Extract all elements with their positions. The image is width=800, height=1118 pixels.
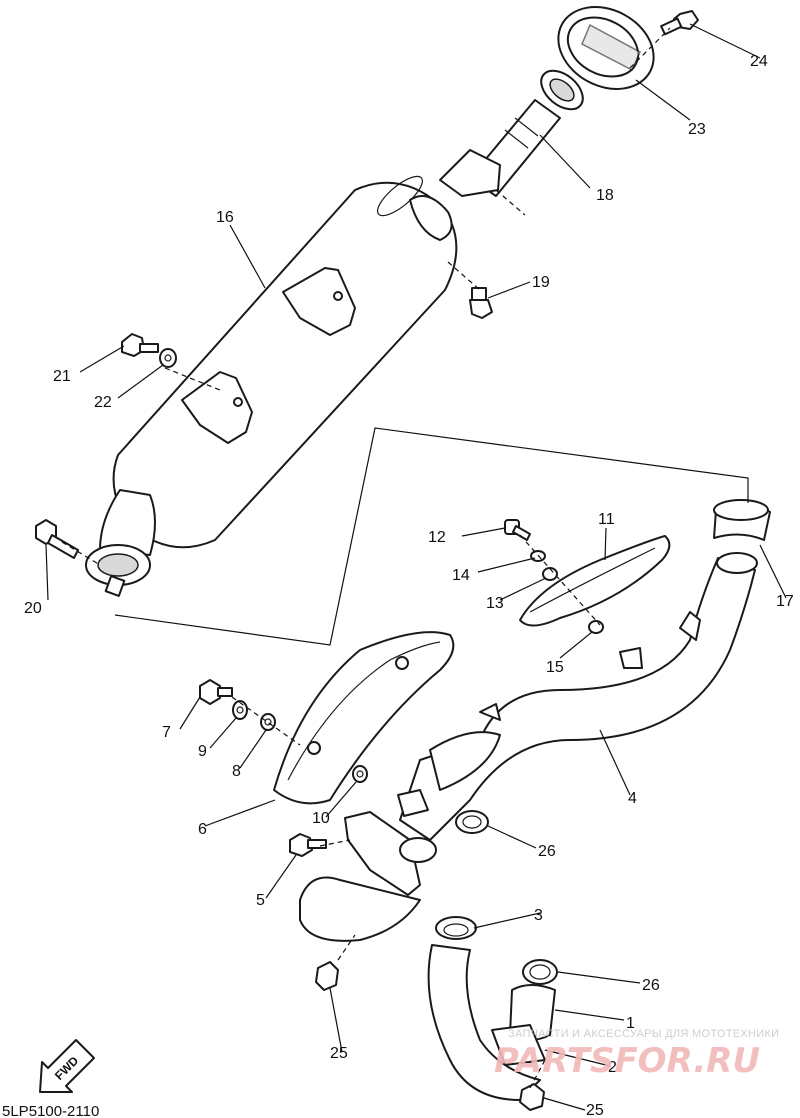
part-21-bolt (121, 333, 159, 357)
callout-19: 19 (532, 274, 550, 291)
callout-8: 8 (232, 763, 241, 780)
callout-25-right: 25 (586, 1102, 604, 1118)
callout-1: 1 (626, 1015, 635, 1032)
part-17-gasket (713, 499, 771, 541)
part-25-nut-left (315, 961, 339, 991)
callout-21: 21 (53, 368, 71, 385)
callout-10: 10 (312, 810, 330, 827)
drawing-code: 5LP5100-2110 (2, 1103, 99, 1118)
callout-6: 6 (198, 821, 207, 838)
watermark-logo: PARTSFOR.RU (494, 1041, 760, 1081)
callout-18: 18 (596, 187, 614, 204)
part-13-washer (542, 567, 558, 581)
watermark: ЗАПЧАСТИ И АКСЕССУАРЫ ДЛЯ МОТОТЕХНИКИ PA… (494, 1028, 779, 1081)
callout-12: 12 (428, 529, 446, 546)
callout-labels: 24 23 18 16 19 21 22 20 12 11 14 13 15 1… (24, 53, 794, 1118)
lower-pipe (299, 876, 541, 1101)
part-12-screw (504, 519, 531, 541)
part-18-baffle-tube (439, 69, 584, 197)
part-6-protector (273, 631, 455, 805)
callout-7: 7 (162, 724, 171, 741)
part-19-bolt (469, 287, 493, 319)
callout-22: 22 (94, 394, 112, 411)
exhaust-flange (344, 811, 437, 896)
part-20-bolt (35, 519, 79, 559)
part-7-bolt (199, 679, 233, 705)
part-22-washer (159, 348, 177, 368)
callout-25-left: 25 (330, 1045, 348, 1062)
callout-13: 13 (486, 595, 504, 612)
callout-15: 15 (546, 659, 564, 676)
callout-14: 14 (452, 567, 470, 584)
part-11-protector (519, 535, 671, 627)
fwd-arrow-icon: FWD (39, 1039, 95, 1093)
part-23-end-cap (557, 6, 655, 90)
callout-4: 4 (628, 790, 637, 807)
part-5-bolt (289, 833, 327, 857)
callout-9: 9 (198, 743, 207, 760)
watermark-caption: ЗАПЧАСТИ И АКСЕССУАРЫ ДЛЯ МОТОТЕХНИКИ (508, 1028, 779, 1040)
part-3-gasket (435, 916, 477, 940)
part-8-washer (260, 713, 276, 731)
callout-16: 16 (216, 209, 234, 226)
part-26-gasket-lower (522, 959, 558, 985)
part-24-bolt (660, 10, 699, 36)
part-15-washer (588, 620, 604, 634)
callout-26-lower: 26 (642, 977, 660, 994)
callout-26-upper: 26 (538, 843, 556, 860)
part-26-gasket-upper (455, 810, 489, 834)
callout-3: 3 (534, 907, 543, 924)
part-16-muffler (85, 175, 458, 597)
callout-23: 23 (688, 121, 706, 138)
callout-11: 11 (598, 511, 615, 528)
part-25-nut-right (519, 1083, 545, 1111)
callout-2: 2 (608, 1059, 617, 1076)
callout-5: 5 (256, 892, 265, 909)
callout-24: 24 (750, 53, 768, 70)
callout-20: 20 (24, 600, 42, 617)
part-10-washer (352, 765, 368, 783)
part-4-exhaust-pipe (397, 552, 758, 841)
callout-17: 17 (776, 593, 794, 610)
part-9-washer (232, 700, 248, 720)
